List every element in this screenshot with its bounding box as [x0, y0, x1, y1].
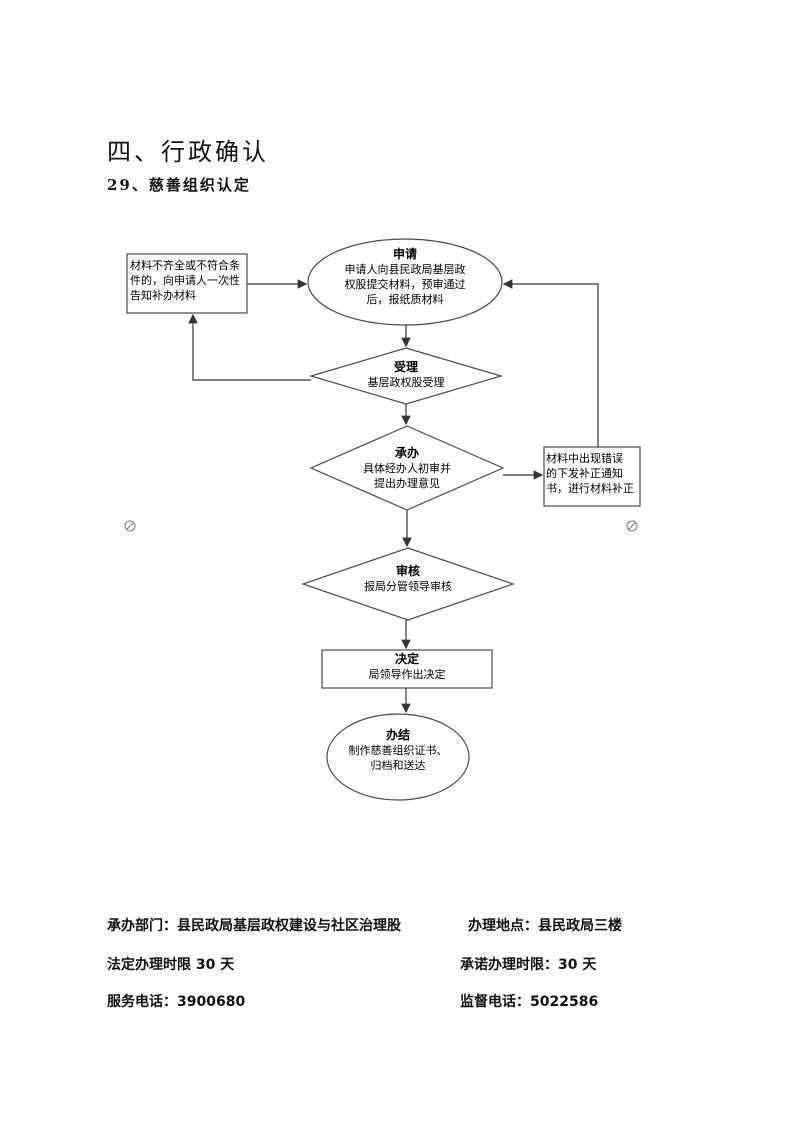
dept-info: 承办部门：县民政局基层政权建设与社区治理股 [107, 918, 401, 934]
promise-time-info: 承诺办理时限：30 天 [460, 957, 597, 973]
circle-mark-left-slash [126, 522, 134, 530]
apply-line-2: 权股提交材料，预审通过 [344, 278, 466, 291]
finish-text: 办结 制作慈善组织证书、 归档和送达 [338, 728, 458, 773]
handle-line-2: 提出办理意见 [374, 477, 440, 490]
correction-line-1: 材料中出现错误 [546, 452, 623, 465]
finish-node [326, 713, 470, 801]
accept-line-1: 基层政权股受理 [367, 376, 445, 389]
legal-time-info: 法定办理时限 30 天 [107, 957, 235, 973]
supervise-phone-info: 监督电话：5022586 [460, 994, 599, 1010]
service-phone-info: 服务电话：3900680 [107, 994, 246, 1010]
apply-line-3: 后，报纸质材料 [366, 293, 444, 306]
apply-node [307, 238, 503, 326]
handle-text: 承办 具体经办人初审并 提出办理意见 [347, 446, 467, 491]
apply-text: 申请 申请人向县民政局基层政 权股提交材料，预审通过 后，报纸质材料 [325, 247, 485, 307]
decide-text: 决定 局领导作出决定 [347, 652, 467, 682]
decide-title: 决定 [394, 652, 419, 666]
accept-text: 受理 基层政权股受理 [346, 360, 466, 390]
correction-box [543, 446, 641, 507]
correction-line-2: 的下发补正通知 [546, 467, 623, 480]
arrow-accept-incomplete [188, 313, 311, 381]
incomplete-line-1: 材料不齐全或不符合条 [130, 259, 240, 272]
page-title: 四、行政确认 [107, 138, 269, 166]
section-title: 29、慈善组织认定 [107, 176, 251, 194]
decide-node [321, 649, 493, 689]
decide-line-1: 局领导作出决定 [368, 668, 446, 681]
finish-line-2: 归档和送达 [370, 759, 426, 772]
finish-line-1: 制作慈善组织证书、 [348, 744, 448, 757]
apply-line-1: 申请人向县民政局基层政 [344, 263, 466, 276]
handle-line-1: 具体经办人初审并 [363, 462, 451, 475]
finish-title: 办结 [385, 728, 410, 742]
correction-text: 材料中出现错误 的下发补正通知 书，进行材料补正 [546, 451, 641, 496]
incomplete-text: 材料不齐全或不符合条 件的，向申请人一次性 告知补办材料 [130, 258, 248, 303]
incomplete-line-2: 件的，向申请人一次性 [130, 274, 240, 287]
circle-mark-right-slash [628, 522, 636, 530]
review-title: 审核 [395, 564, 420, 578]
review-text: 审核 报局分管领导审核 [348, 564, 468, 594]
circle-mark-left [124, 520, 136, 532]
handle-title: 承办 [394, 446, 419, 460]
review-node [301, 547, 515, 621]
location-info: 办理地点：县民政局三楼 [468, 918, 622, 934]
accept-title: 受理 [393, 360, 418, 374]
circle-mark-right [626, 520, 638, 532]
incomplete-line-3: 告知补办材料 [130, 289, 196, 302]
review-line-1: 报局分管领导审核 [364, 580, 452, 593]
apply-title: 申请 [392, 247, 417, 261]
arrow-correction-apply [502, 279, 599, 447]
correction-line-3: 书，进行材料补正 [546, 482, 634, 495]
